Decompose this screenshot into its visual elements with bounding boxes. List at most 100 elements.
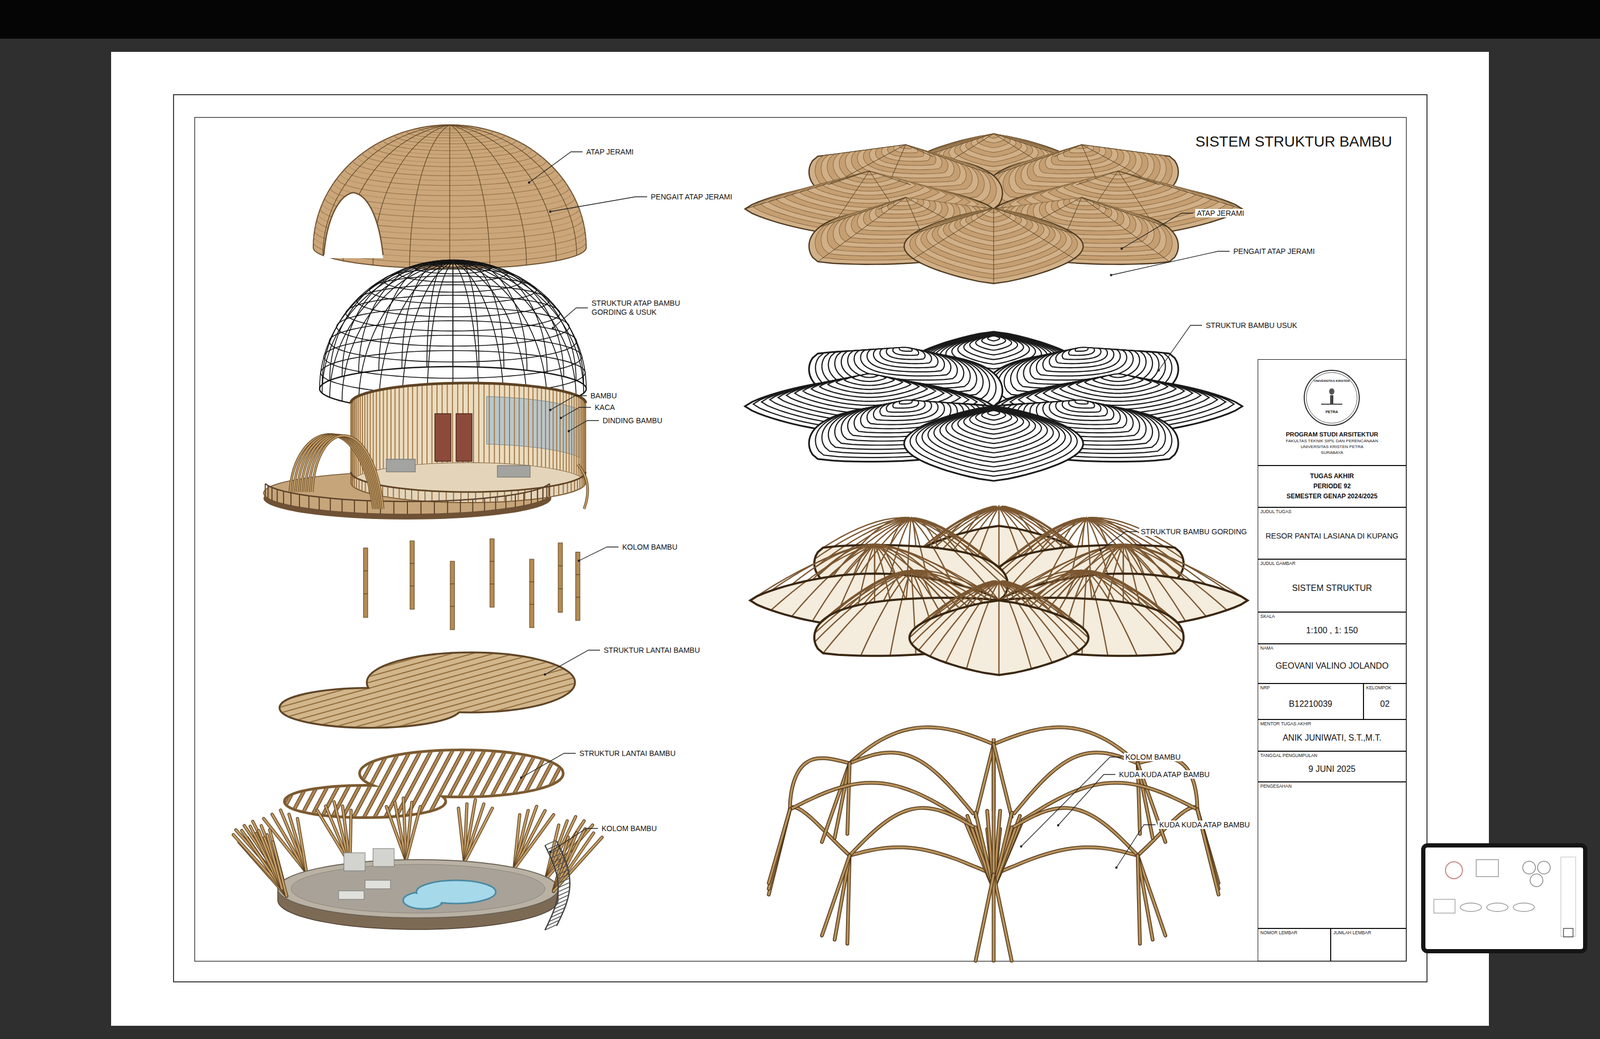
floor-joists — [560, 746, 604, 826]
bamboo-wall-room — [421, 384, 423, 465]
thatch-flower-roof — [1081, 197, 1170, 262]
bamboo-columns — [363, 548, 368, 618]
university-logo — [1329, 388, 1335, 395]
bamboo-wall-room — [565, 392, 567, 472]
floor-joists — [222, 746, 265, 826]
bamboo-wall-room — [548, 388, 550, 469]
floor-joists — [370, 746, 413, 826]
purlin-flower-roof — [860, 571, 912, 657]
roof-truss-frame — [789, 783, 965, 821]
roof-truss-frame — [993, 744, 1012, 817]
roof-truss-frame — [1014, 807, 1138, 856]
bamboo-wall-room — [406, 501, 408, 515]
bamboo-wall-room — [549, 483, 551, 497]
purlin-flower-roof — [909, 600, 1089, 676]
bamboo-wall-room — [473, 383, 475, 463]
field-value: B12210039 — [1285, 694, 1336, 710]
callout-label: ATAP JERAMI — [584, 147, 635, 157]
roof-truss-frame — [821, 763, 850, 843]
bamboo-wall-room — [504, 384, 506, 464]
roof-frame-dome — [452, 260, 548, 374]
pool-deck-columns — [558, 878, 570, 884]
roof-truss-frame — [992, 816, 996, 875]
floor-boards — [264, 668, 588, 759]
roof-truss-frame — [768, 809, 790, 895]
bamboo-wall-room — [271, 487, 273, 501]
callout-label: KOLOM BAMBU — [620, 542, 679, 552]
floor-joists — [539, 746, 583, 826]
thatch-flower-roof — [1081, 197, 1168, 227]
bamboo-wall-room — [386, 388, 388, 469]
floor-joists — [518, 746, 561, 826]
thatch-flower-roof — [744, 133, 1243, 285]
bamboo-wall-room — [267, 485, 269, 499]
floor-boards — [264, 650, 588, 741]
bamboo-wall-room — [356, 478, 358, 489]
pool-deck-columns — [365, 880, 391, 889]
roof-truss-frame — [975, 744, 994, 817]
leader-line — [529, 151, 583, 183]
bamboo-wall-room — [379, 389, 381, 470]
thatch-flower-roof — [869, 170, 911, 185]
bamboo-wall-room — [579, 396, 581, 477]
bamboo-wall-room — [508, 384, 511, 464]
purlin-flower-roof — [1086, 571, 1184, 634]
callout-label: KUDA KUDA ATAP BAMBU — [1157, 820, 1252, 830]
rafter-flower-roof — [969, 409, 1018, 430]
leader-line — [550, 828, 598, 852]
pool-deck-columns — [267, 834, 283, 889]
rafter-flower-roof — [928, 407, 1060, 462]
rafter-flower-roof — [910, 406, 1078, 477]
thatch-dome — [373, 124, 450, 266]
floor-boards — [264, 586, 588, 677]
sheet-background — [173, 94, 1427, 983]
thatch-dome — [449, 124, 450, 269]
purlin-flower-roof — [1086, 570, 1092, 599]
bamboo-wall-room — [308, 435, 382, 509]
thatch-dome — [449, 124, 557, 261]
rafter-flower-roof — [1101, 374, 1135, 382]
floor-boards — [264, 610, 588, 700]
pool-deck-columns — [277, 859, 559, 918]
thatch-dome — [313, 124, 587, 269]
bamboo-wall-room — [318, 497, 320, 511]
rafter-flower-roof — [915, 406, 1071, 472]
logo-text: PETRA — [1325, 410, 1339, 415]
bamboo-wall-room — [513, 384, 515, 465]
rafter-flower-roof — [951, 408, 1036, 444]
bamboo-wall-room — [434, 413, 451, 462]
bamboo-wall-room — [581, 476, 583, 488]
sheet-thumbnail — [1530, 874, 1543, 887]
thatch-flower-roof — [817, 144, 906, 157]
sheet-thumbnail — [1560, 857, 1576, 937]
floor-boards — [264, 621, 588, 712]
bamboo-wall-room — [577, 464, 588, 509]
bamboo-columns — [410, 562, 415, 565]
bamboo-wall-room — [431, 384, 433, 464]
rafter-flower-roof — [1062, 400, 1102, 413]
bamboo-wall-room — [417, 489, 419, 501]
bamboo-wall-room — [566, 482, 568, 494]
pool-deck-columns — [404, 893, 442, 908]
floor-joists — [476, 746, 519, 826]
bamboo-wall-room — [517, 489, 520, 501]
thatch-dome — [323, 192, 384, 256]
floor-boards — [264, 644, 588, 735]
bamboo-wall-room — [524, 489, 526, 500]
bamboo-wall-room — [456, 413, 472, 462]
roof-truss-frame — [768, 809, 790, 889]
bamboo-wall-room — [263, 383, 588, 520]
bamboo-wall-room — [411, 489, 413, 500]
bamboo-wall-room — [357, 396, 359, 476]
title-block-text: FAKULTAS TEKNIK SIPIL DAN PERENCANAAN — [1285, 438, 1378, 444]
rafter-flower-roof — [981, 335, 1006, 346]
title-block-cell: JUMLAH LEMBAR — [1330, 928, 1407, 962]
bamboo-wall-room — [416, 385, 418, 465]
title-block-text: PROGRAM STUDI ARSITEKTUR — [1285, 430, 1379, 439]
bamboo-wall-room — [577, 464, 588, 509]
bamboo-wall-room — [518, 385, 520, 465]
title-block-text: PERIODE 92 — [1313, 481, 1351, 492]
pool-deck-columns — [343, 852, 366, 871]
roof-frame-dome — [358, 260, 453, 374]
